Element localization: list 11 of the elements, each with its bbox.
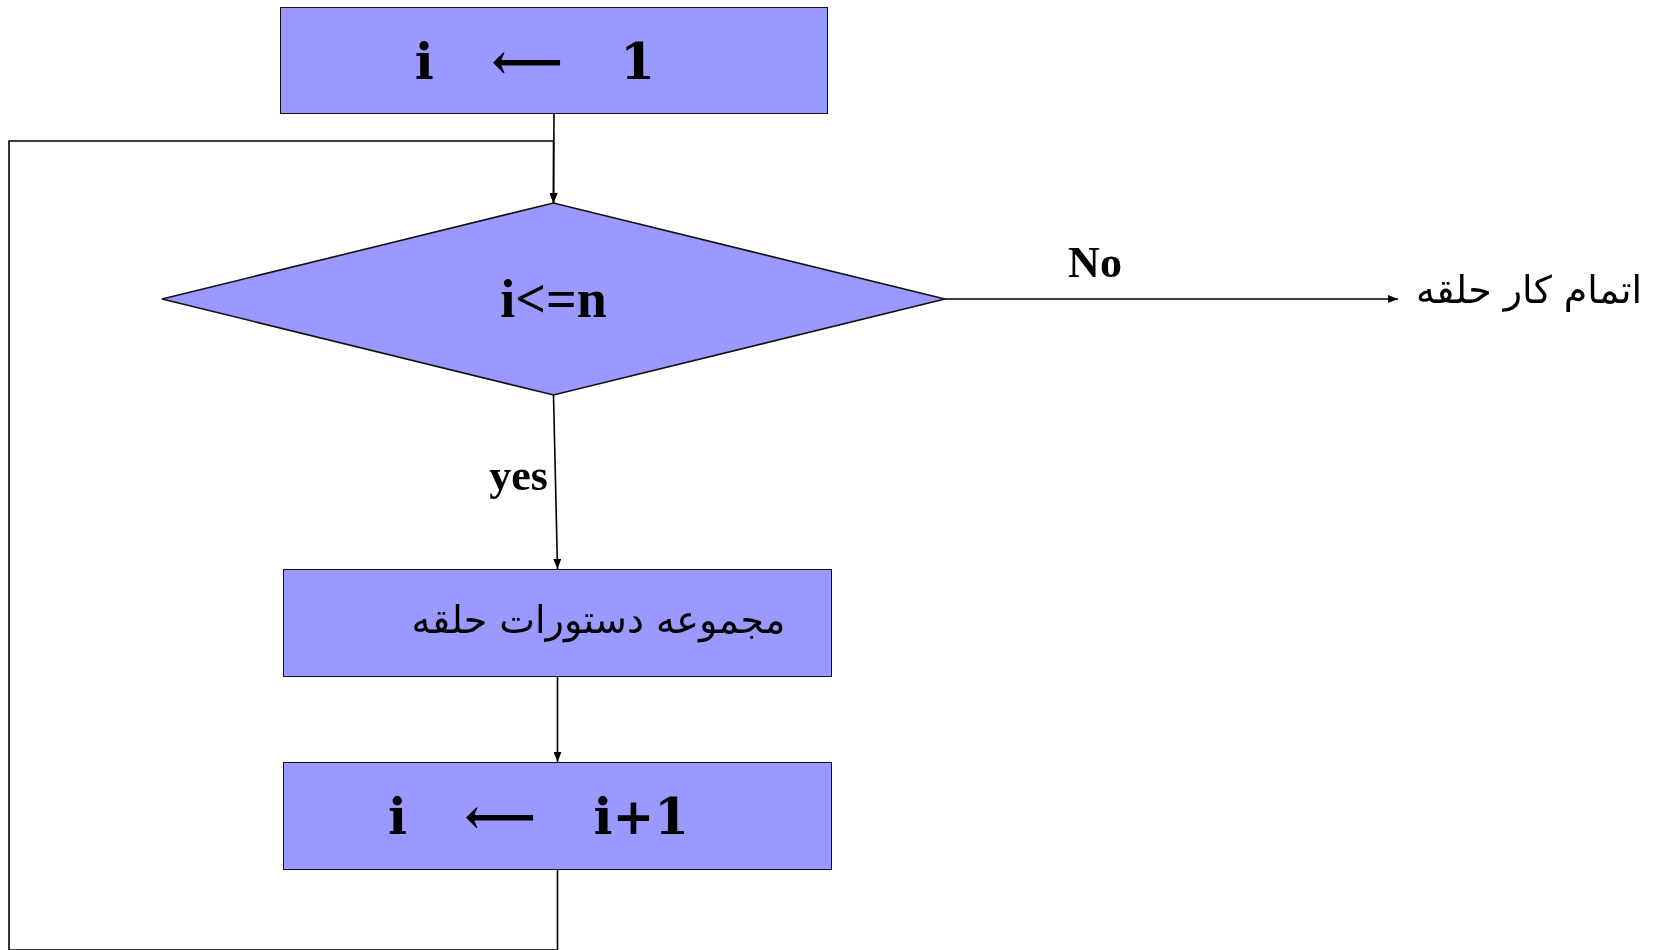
arrow [944,295,1399,303]
label-text: i ⟵ i+1 [387,792,690,842]
process-box [283,569,832,677]
arrow [552,394,562,570]
arrow [553,676,562,763]
process-box [280,7,828,114]
label-text: i ⟵ 1 [414,36,656,87]
decision-diamond [162,203,945,395]
label-text: i<=n [500,272,607,326]
arrow [8,140,559,950]
process-box [283,762,832,870]
